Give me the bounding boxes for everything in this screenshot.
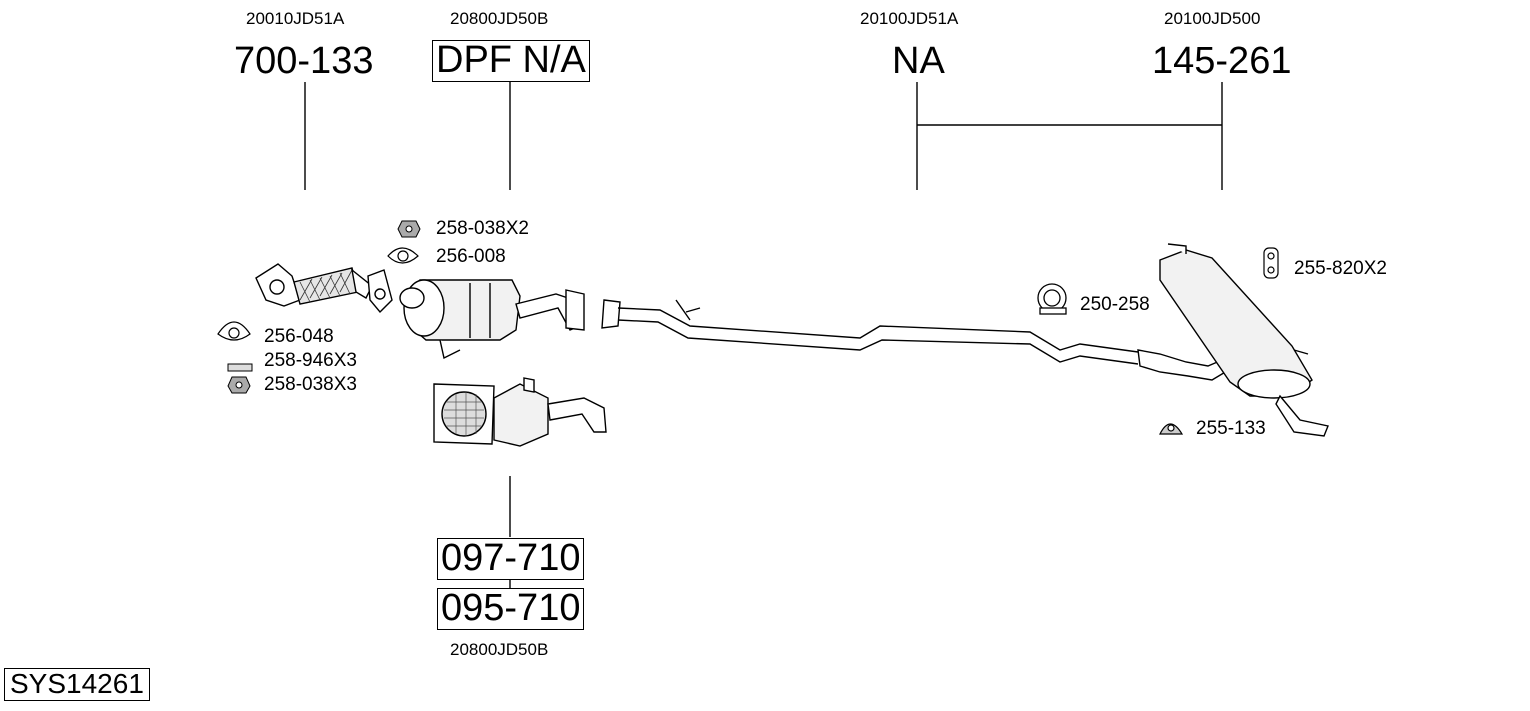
rubber-single-label[interactable]: 255-133 — [1196, 418, 1266, 439]
rear-silencer-number[interactable]: 145-261 — [1152, 40, 1292, 82]
dpf-oem: 20800JD50B — [450, 9, 549, 28]
front-pipe-illustration — [255, 263, 393, 314]
system-id: SYS14261 — [4, 668, 150, 701]
bolt-x3-icon — [227, 363, 253, 372]
gasket-front-label[interactable]: 256-048 — [264, 326, 334, 347]
gasket-front-icon — [217, 321, 251, 341]
gasket-dpf-icon — [387, 247, 419, 264]
middle-pipe-illustration — [601, 299, 1139, 365]
catalyst-oem: 20800JD50B — [450, 640, 549, 659]
bolt-x3-label[interactable]: 258-946X3 — [264, 350, 357, 371]
dpf-number[interactable]: DPF N/A — [432, 40, 590, 82]
nut-x2-label[interactable]: 258-038X2 — [436, 218, 529, 239]
front-pipe-oem: 20010JD51A — [246, 9, 345, 28]
nut-x3-icon — [227, 376, 251, 394]
catalyst-illustration — [433, 377, 607, 447]
gasket-dpf-label[interactable]: 256-008 — [436, 246, 506, 267]
rubber-x2-label[interactable]: 255-820X2 — [1294, 258, 1387, 279]
nut-x2-icon — [397, 220, 421, 238]
clamp-label[interactable]: 250-258 — [1080, 294, 1150, 315]
rubber-single-icon — [1159, 423, 1184, 435]
catalyst-number-2[interactable]: 095-710 — [437, 588, 585, 630]
catalyst-number-1[interactable]: 097-710 — [437, 538, 585, 580]
front-pipe-number[interactable]: 700-133 — [234, 40, 374, 82]
clamp-icon — [1037, 283, 1067, 315]
rear-silencer-oem: 20100JD500 — [1164, 9, 1261, 28]
dpf-illustration — [399, 279, 585, 360]
middle-pipe-number[interactable]: NA — [892, 40, 945, 82]
middle-pipe-oem: 20100JD51A — [860, 9, 959, 28]
rubber-x2-icon — [1263, 247, 1279, 279]
nut-x3-label[interactable]: 258-038X3 — [264, 374, 357, 395]
rear-silencer-illustration — [1137, 243, 1329, 437]
